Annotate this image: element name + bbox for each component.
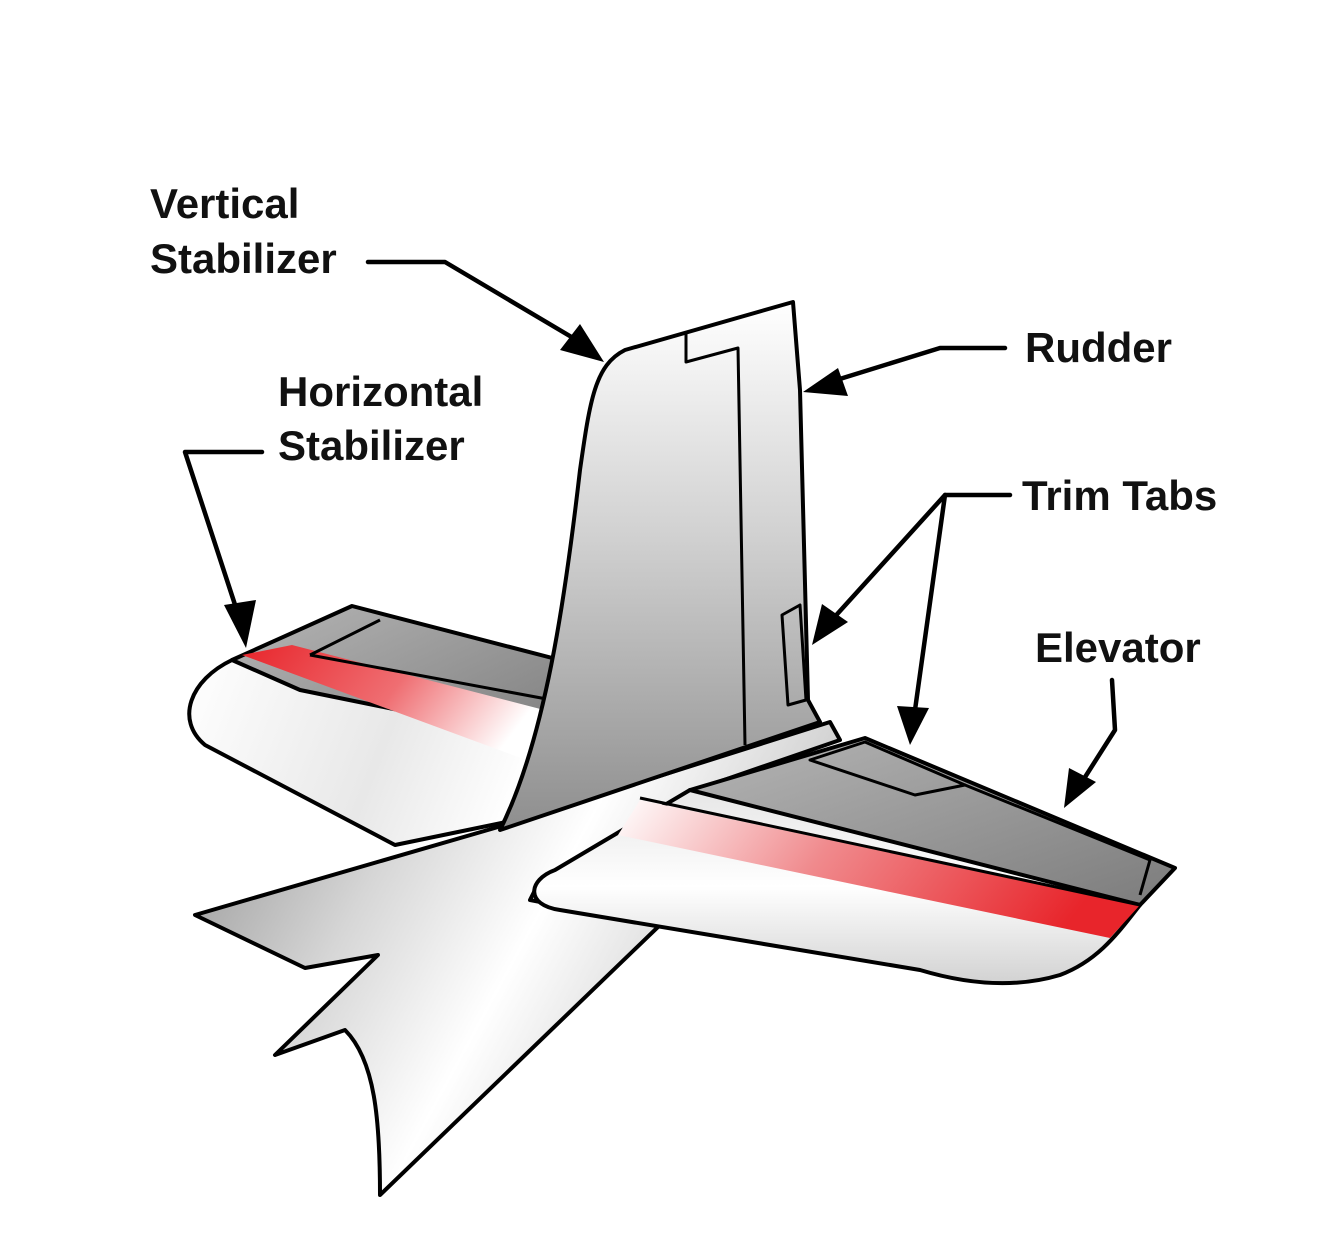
label-horizontal-stabilizer: Horizontal Stabilizer bbox=[278, 368, 483, 469]
right-horizontal-stabilizer bbox=[532, 736, 1177, 986]
horizontal-stabilizer-label-line1: Horizontal bbox=[278, 368, 483, 415]
leader-elevator bbox=[1064, 677, 1118, 808]
leader-trim-tabs bbox=[812, 492, 1013, 745]
vertical-stabilizer-label-line1: Vertical bbox=[150, 180, 299, 227]
elevator-label: Elevator bbox=[1035, 624, 1201, 671]
rudder-trim-tab bbox=[780, 603, 808, 707]
horizontal-stabilizer-label-line2: Stabilizer bbox=[278, 422, 465, 469]
rudder-surface bbox=[684, 332, 747, 746]
right-stabilizer-stripe bbox=[618, 800, 1140, 938]
rudder-label: Rudder bbox=[1025, 324, 1172, 371]
leader-rudder bbox=[803, 345, 1008, 396]
vertical-stabilizer bbox=[498, 300, 822, 832]
leader-vertical-stabilizer bbox=[365, 259, 604, 362]
leader-horizontal-stabilizer bbox=[182, 449, 265, 648]
trim-tabs-label: Trim Tabs bbox=[1022, 472, 1217, 519]
left-horizontal-stabilizer bbox=[187, 604, 562, 847]
label-vertical-stabilizer: Vertical Stabilizer bbox=[150, 180, 337, 282]
left-stabilizer-stripe bbox=[242, 645, 552, 768]
vertical-stabilizer-label-line2: Stabilizer bbox=[150, 235, 337, 282]
